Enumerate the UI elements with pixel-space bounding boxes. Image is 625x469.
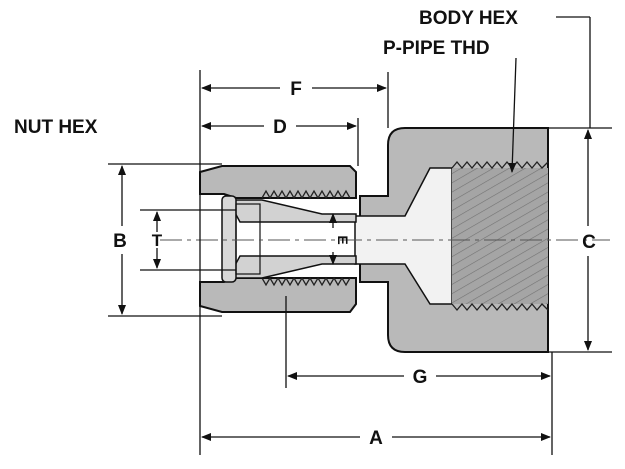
ferrule-lower <box>226 255 357 279</box>
body-hex-label: BODY HEX <box>419 8 518 29</box>
dim-c-label: C <box>582 232 596 253</box>
dim-a-label: A <box>369 428 383 449</box>
dim-g-label: G <box>413 367 428 388</box>
pipe-thread-leader <box>508 57 517 173</box>
dim-f-label: F <box>290 79 302 100</box>
nut-hex-label: NUT HEX <box>14 117 98 138</box>
extension-lines <box>108 16 612 455</box>
nut-thread-top <box>261 189 351 200</box>
dim-b-label: B <box>113 231 127 252</box>
ferrule-upper <box>226 199 357 223</box>
dim-t-label: T <box>152 231 163 250</box>
ferrule <box>221 195 357 283</box>
nut-upper <box>199 165 357 199</box>
thread-teeth-top <box>451 160 549 170</box>
nut-lower <box>199 277 357 313</box>
thread-teeth-bottom <box>451 302 549 312</box>
pipe-thread-label: P-PIPE THD <box>383 38 490 59</box>
nut-thread-bottom <box>261 276 351 287</box>
ferrule-ring <box>221 195 237 283</box>
dim-e-label: E <box>335 235 351 244</box>
dim-d-label: D <box>273 117 287 138</box>
nut <box>199 165 357 313</box>
